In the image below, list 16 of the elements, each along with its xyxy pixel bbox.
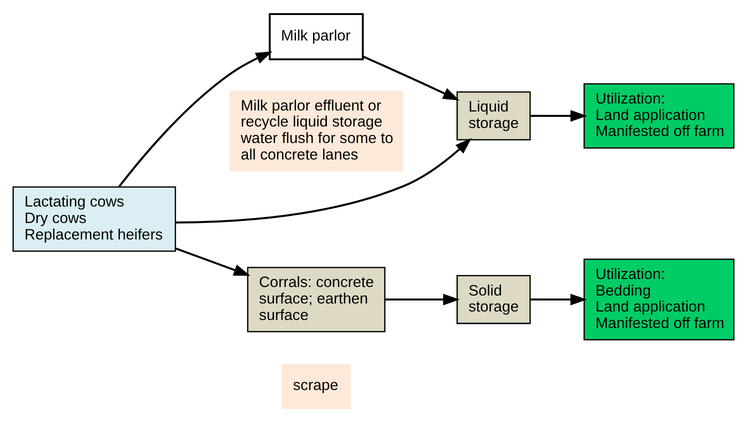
- arrow: [118, 50, 272, 187]
- node-box: Liquid storage: [456, 90, 531, 140]
- node-box: Lactating cows Dry cows Replacement heifers: [12, 186, 176, 252]
- arrow: [385, 293, 460, 305]
- arrow: [176, 138, 472, 223]
- node-box: Milk parlor: [268, 12, 364, 60]
- arrow: [530, 293, 588, 305]
- arrow: [530, 110, 588, 122]
- node-box: scrape: [282, 363, 351, 408]
- arrow: [176, 247, 250, 276]
- node-box: Milk parlor effluent or recycle liquid storage water flush for some to all concrete lanes: [229, 90, 404, 171]
- node-box: Corrals: concrete surface; earthen surface: [247, 266, 386, 332]
- arrow: [362, 55, 460, 100]
- node-box: Utilization: Bedding Land application Manifested off farm: [584, 258, 734, 340]
- node-box: Utilization: Land application Manifested off farm: [584, 82, 734, 148]
- node-box: Solid storage: [456, 274, 531, 324]
